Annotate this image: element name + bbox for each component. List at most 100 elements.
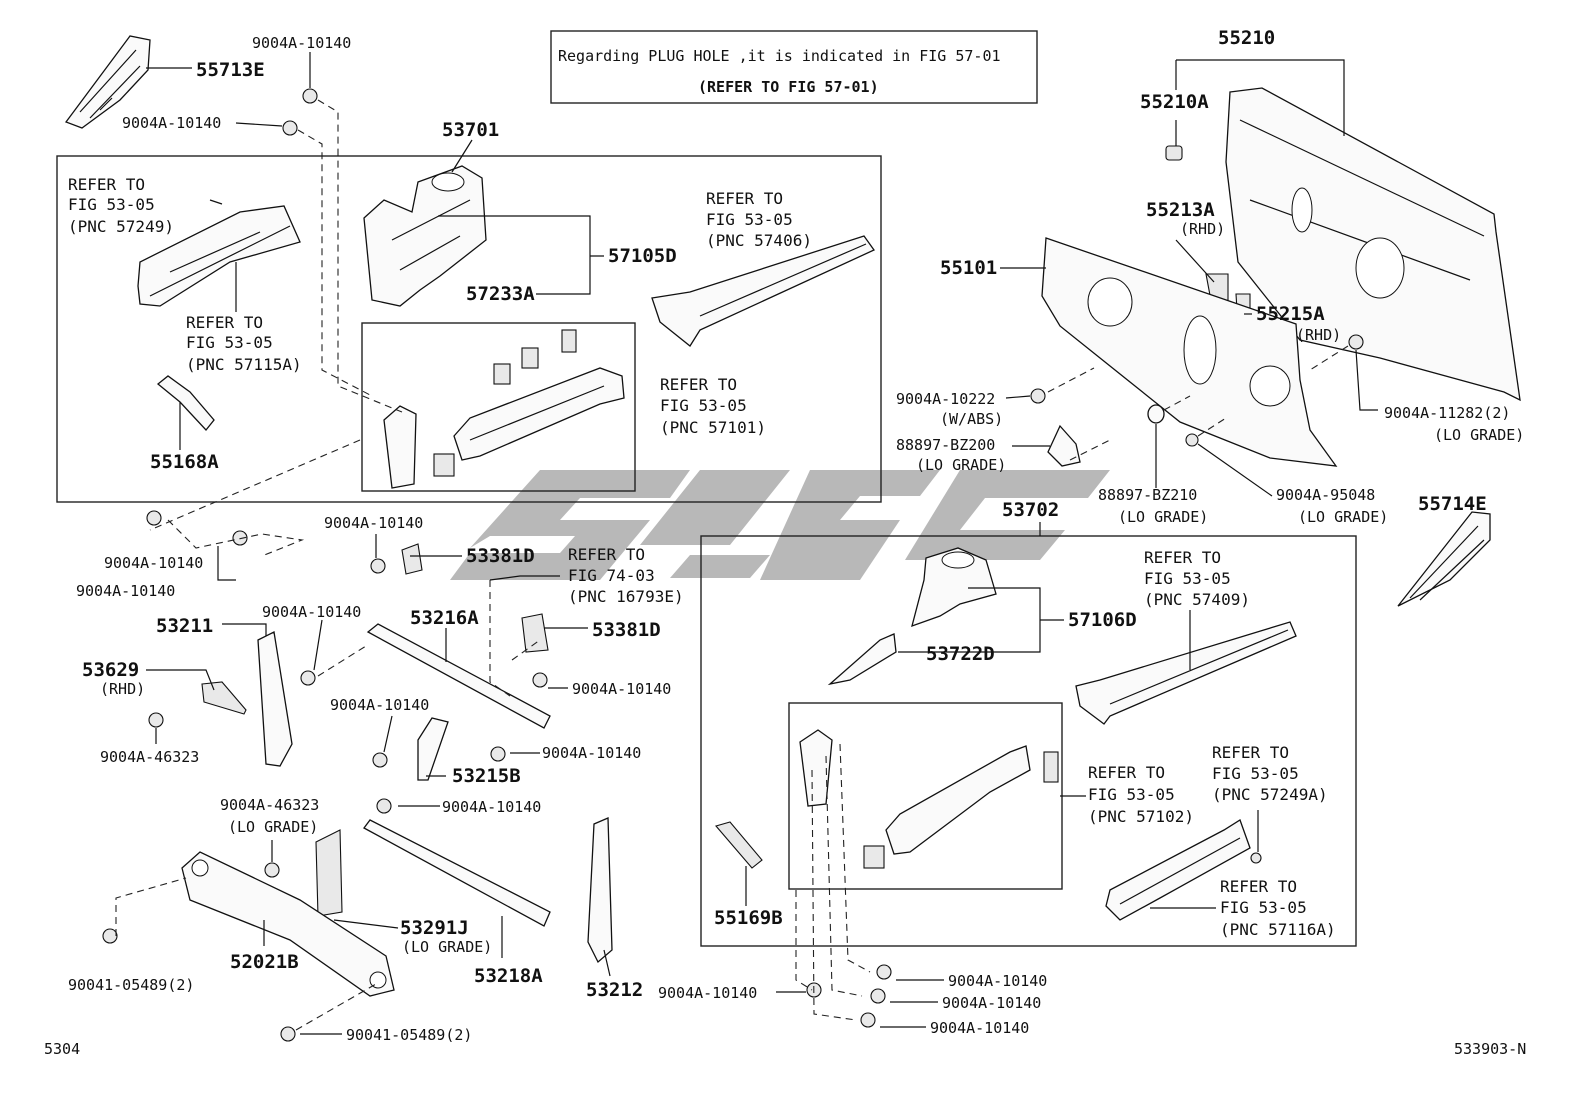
part-88897-BZ200-drawing bbox=[1047, 424, 1081, 467]
label-lo-grade-5: (LO GRADE) bbox=[228, 818, 318, 836]
label-88897-BZ200: 88897-BZ200 bbox=[896, 436, 995, 454]
label-88897-BZ210: 88897-BZ210 bbox=[1098, 486, 1197, 504]
label-bolt-9004A-10140-m7: 9004A-10140 bbox=[542, 744, 641, 762]
label-55168A: 55168A bbox=[150, 451, 219, 473]
part-55210A-clip-drawing bbox=[1165, 145, 1183, 161]
part-53291J-drawing bbox=[315, 829, 343, 917]
ref-57101-line1: REFER TO bbox=[660, 375, 737, 394]
ref-57249A-line2: FIG 53-05 bbox=[1212, 764, 1299, 783]
label-55215A: 55215A bbox=[1256, 303, 1325, 325]
ref-57249A-line3: (PNC 57249A) bbox=[1212, 785, 1328, 804]
label-bolt-90041-05489-1: 90041-05489(2) bbox=[68, 976, 194, 994]
subgroup-box-57101 bbox=[361, 322, 636, 492]
ref-57116A-line2: FIG 53-05 bbox=[1220, 898, 1307, 917]
part-53218A-drawing bbox=[363, 819, 551, 927]
ref-57116A-line1: REFER TO bbox=[1220, 877, 1297, 896]
ref-16793E-line3: (PNC 16793E) bbox=[568, 587, 684, 606]
ref-57249-line1: REFER TO bbox=[68, 175, 145, 194]
part-55210-drawing bbox=[1225, 87, 1521, 402]
label-rhd-2: (RHD) bbox=[1296, 326, 1341, 344]
label-53216A: 53216A bbox=[410, 607, 479, 629]
part-53701-reinforcement-drawing bbox=[383, 405, 417, 489]
ref-57249A-line1: REFER TO bbox=[1212, 743, 1289, 762]
label-53702: 53702 bbox=[1002, 499, 1059, 521]
ref-57102-line1: REFER TO bbox=[1088, 763, 1165, 782]
label-53722D: 53722D bbox=[926, 643, 995, 665]
label-bolt-9004A-10140-m1: 9004A-10140 bbox=[104, 554, 203, 572]
part-53629-drawing bbox=[201, 681, 247, 715]
label-lo-grade-1: (LO GRADE) bbox=[916, 456, 1006, 474]
ref-57406-line3: (PNC 57406) bbox=[706, 231, 812, 250]
ref-57116A-line3: (PNC 57116A) bbox=[1220, 920, 1336, 939]
label-53215B: 53215B bbox=[452, 765, 521, 787]
drawing-code: 533903-N bbox=[1454, 1040, 1526, 1058]
part-52021B-drawing bbox=[181, 851, 395, 997]
label-52021B: 52021B bbox=[230, 951, 299, 973]
label-bolt-9004A-46323-1: 9004A-46323 bbox=[100, 748, 199, 766]
bolt-icons bbox=[102, 88, 1364, 1042]
part-57101-drawing bbox=[433, 329, 625, 477]
ref-57115A-line2: FIG 53-05 bbox=[186, 333, 273, 352]
part-55169B-drawing bbox=[715, 821, 763, 869]
label-53701: 53701 bbox=[442, 119, 499, 141]
label-bolt-9004A-10140-m4: 9004A-10140 bbox=[262, 603, 361, 621]
label-55169B: 55169B bbox=[714, 907, 783, 929]
ref-57115A-line3: (PNC 57115A) bbox=[186, 355, 302, 374]
ref-57101-line2: FIG 53-05 bbox=[660, 396, 747, 415]
part-57116A-drawing bbox=[1105, 819, 1251, 921]
label-57105D: 57105D bbox=[608, 245, 677, 267]
label-w-abs: (W/ABS) bbox=[940, 410, 1003, 428]
part-53212-drawing bbox=[587, 817, 613, 964]
part-53215B-drawing bbox=[417, 717, 449, 781]
part-53211-drawing bbox=[257, 631, 293, 767]
part-55714E-drawing bbox=[1397, 511, 1491, 607]
label-bolt-9004A-10140-m2: 9004A-10140 bbox=[76, 582, 175, 600]
group-box-53702 bbox=[700, 535, 1357, 947]
label-rhd-1: (RHD) bbox=[1180, 220, 1225, 238]
label-bolt-9004A-10222: 9004A-10222 bbox=[896, 390, 995, 408]
assembly-dashed-lines bbox=[115, 99, 1349, 1031]
label-rhd-3: (RHD) bbox=[100, 680, 145, 698]
part-57105D-drawing bbox=[363, 165, 487, 307]
ref-57249-line2: FIG 53-05 bbox=[68, 195, 155, 214]
ref-57102-line3: (PNC 57102) bbox=[1088, 807, 1194, 826]
page-code: 5304 bbox=[44, 1040, 80, 1058]
label-lo-grade-2: (LO GRADE) bbox=[1118, 508, 1208, 526]
label-53218A: 53218A bbox=[474, 965, 543, 987]
label-57233A: 57233A bbox=[466, 283, 535, 305]
part-55101-drawing bbox=[1041, 237, 1338, 467]
label-53629: 53629 bbox=[82, 659, 139, 681]
label-55210: 55210 bbox=[1218, 27, 1275, 49]
label-bolt-9004A-10140-m8: 9004A-10140 bbox=[442, 798, 541, 816]
ref-16793E-line1: REFER TO bbox=[568, 545, 645, 564]
ref-57249-line3: (PNC 57249) bbox=[68, 217, 174, 236]
label-55713E: 55713E bbox=[196, 59, 265, 81]
label-53291J: 53291J bbox=[400, 917, 469, 939]
part-57115A-drawing bbox=[137, 205, 301, 307]
part-53381D-upper-drawing bbox=[401, 543, 423, 575]
ref-57406-line1: REFER TO bbox=[706, 189, 783, 208]
plug-hole-note: Regarding PLUG HOLE ,it is indicated in … bbox=[550, 30, 1038, 104]
watermark-logo bbox=[450, 470, 1110, 580]
ref-57409-line3: (PNC 57409) bbox=[1144, 590, 1250, 609]
part-55168A-drawing bbox=[156, 375, 215, 431]
part-57106D-drawing bbox=[911, 547, 997, 628]
label-bolt-90041-05489-2: 90041-05489(2) bbox=[346, 1026, 472, 1044]
ref-57409-line1: REFER TO bbox=[1144, 548, 1221, 567]
part-57406-drawing bbox=[651, 235, 875, 347]
part-57102-drawing bbox=[863, 745, 1059, 869]
ref-57102-line2: FIG 53-05 bbox=[1088, 785, 1175, 804]
label-bolt-9004A-10140-m5: 9004A-10140 bbox=[572, 680, 671, 698]
label-bolt-9004A-10140-b3: 9004A-10140 bbox=[930, 1019, 1029, 1037]
part-55713E-drawing bbox=[64, 35, 151, 129]
label-55213A: 55213A bbox=[1146, 199, 1215, 221]
label-bolt-9004A-95048: 9004A-95048 bbox=[1276, 486, 1375, 504]
label-bolt-9004A-46323-2: 9004A-46323 bbox=[220, 796, 319, 814]
note-line-1: Regarding PLUG HOLE ,it is indicated in … bbox=[558, 47, 1001, 65]
subgroup-box-57102 bbox=[788, 702, 1063, 890]
label-bolt-9004A-10140-t1: 9004A-10140 bbox=[252, 34, 351, 52]
part-57409-drawing bbox=[1075, 621, 1297, 725]
label-lo-grade-3: (LO GRADE) bbox=[1298, 508, 1388, 526]
label-55210A: 55210A bbox=[1140, 91, 1209, 113]
part-53722D-drawing bbox=[827, 633, 897, 686]
